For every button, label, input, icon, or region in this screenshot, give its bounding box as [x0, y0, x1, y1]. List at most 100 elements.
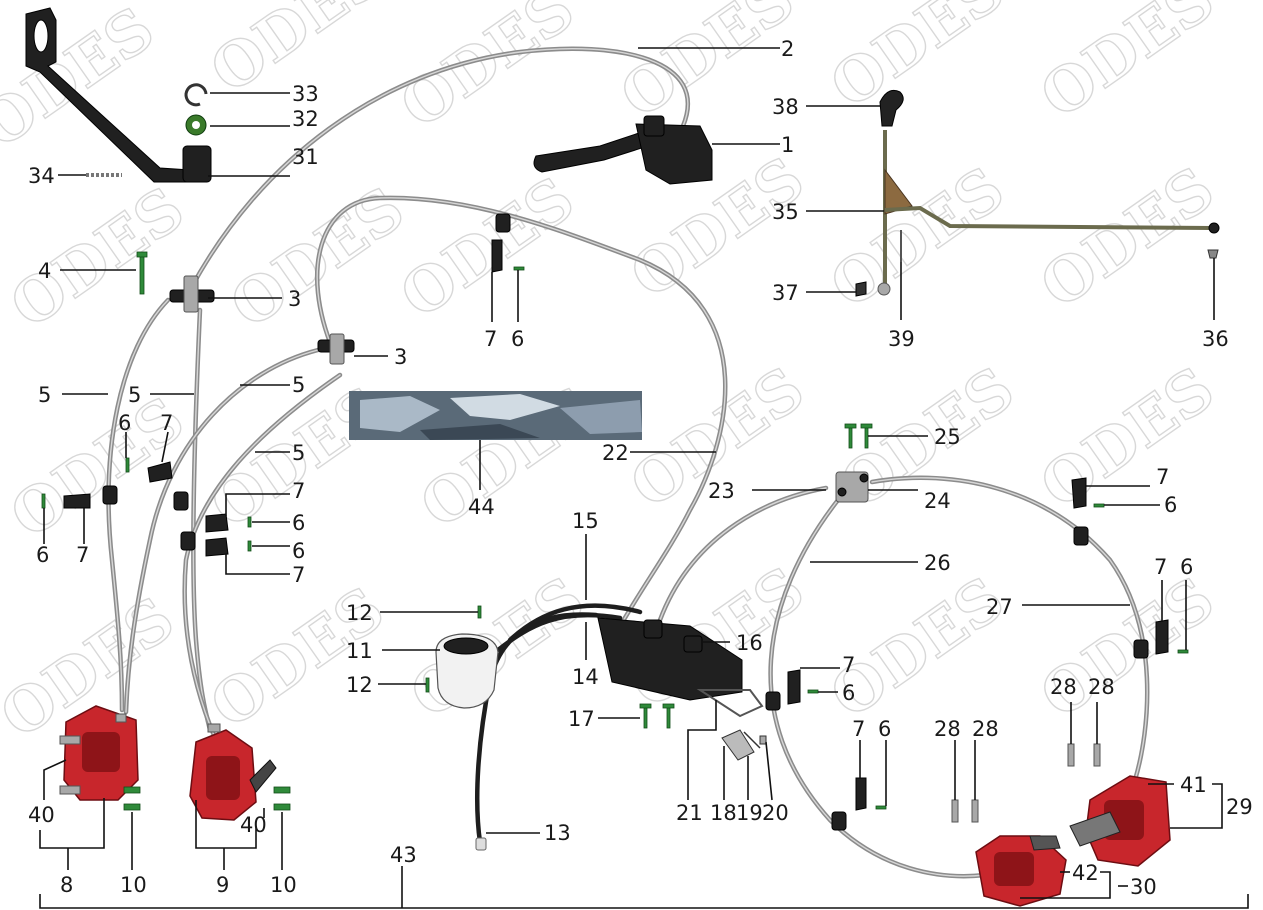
watermark-text: ODES [388, 164, 587, 332]
watermark-text: ODES [818, 0, 1017, 122]
pedal-arm-hole [33, 19, 49, 53]
callout-7: 7 [852, 717, 865, 741]
pin-20 [759, 735, 767, 745]
hose-clamp [1073, 526, 1089, 546]
callout-6: 6 [1164, 493, 1177, 517]
hose-15 [507, 603, 643, 643]
callout-14: 14 [572, 665, 599, 689]
bolt-28 [1067, 743, 1075, 767]
t-joints [169, 275, 355, 365]
callout-35: 35 [772, 200, 799, 224]
callout-21: 21 [676, 801, 703, 825]
hose-clamp [102, 485, 118, 505]
hose-clamp [1133, 639, 1149, 659]
callout-36: 36 [1202, 327, 1229, 351]
callout-7: 7 [842, 653, 855, 677]
bolt-6 [875, 805, 887, 810]
callout-28: 28 [1088, 675, 1115, 699]
front-calipers [59, 705, 291, 821]
callout-6: 6 [511, 327, 524, 351]
watermark-text: ODES [1028, 354, 1227, 522]
bolt-6 [41, 493, 46, 509]
callout-3: 3 [288, 287, 301, 311]
callout-24: 24 [924, 489, 951, 513]
callout-6: 6 [292, 511, 305, 535]
callout-26: 26 [924, 551, 951, 575]
watermark-text: ODES [818, 564, 1017, 732]
callout-38: 38 [772, 95, 799, 119]
watermark-text: ODES [1028, 0, 1227, 132]
pushrod-21 [696, 689, 764, 718]
screw-12 [477, 605, 482, 619]
bolt-6 [1093, 503, 1105, 508]
bolt-6 [125, 457, 130, 473]
callout-3: 3 [394, 345, 407, 369]
callout-41: 41 [1180, 773, 1207, 797]
brake-pedal-arm [25, 7, 212, 183]
callout-30: 30 [1130, 875, 1157, 899]
bolt-25 [848, 425, 853, 449]
callout-34: 34 [28, 164, 55, 188]
callout-4: 4 [38, 259, 51, 283]
callout-7: 7 [292, 563, 305, 587]
callout-8: 8 [60, 873, 73, 897]
callout-6: 6 [292, 539, 305, 563]
brake-lever [533, 131, 649, 173]
callout-9: 9 [216, 873, 229, 897]
callout-11: 11 [346, 639, 373, 663]
watermark-text: ODES [818, 154, 1017, 322]
brake-lever-assembly [533, 115, 713, 185]
callout-6: 6 [842, 681, 855, 705]
callout-7: 7 [292, 479, 305, 503]
brackets-and-bolts [41, 239, 1189, 811]
callout-16: 16 [736, 631, 763, 655]
callout-6: 6 [878, 717, 891, 741]
callout-20: 20 [762, 801, 789, 825]
bracket-7 [205, 513, 229, 533]
rear-junction-24 [835, 471, 869, 503]
master-cylinder-1 [635, 123, 713, 185]
hose-14 [495, 612, 623, 653]
rod-end-36-joint [1208, 222, 1220, 234]
bolt-25 [864, 425, 869, 449]
hose-clamp [831, 811, 847, 831]
hose-clamp [765, 691, 781, 711]
callout-32: 32 [292, 107, 319, 131]
hose-13-end [475, 837, 487, 851]
callout-37: 37 [772, 281, 799, 305]
leader-lines [39, 47, 1249, 909]
master-cylinder-16 [597, 617, 743, 701]
callout-33: 33 [292, 82, 319, 106]
callout-22: 22 [602, 441, 629, 465]
callout-40: 40 [28, 803, 55, 827]
callout-42: 42 [1072, 861, 1099, 885]
rod-horizontal [884, 205, 1213, 230]
callout-5: 5 [292, 373, 305, 397]
screw-12 [425, 677, 430, 693]
callout-7: 7 [1156, 465, 1169, 489]
bolt-6 [513, 266, 525, 271]
callout-27: 27 [986, 595, 1013, 619]
nut-37 [855, 281, 867, 297]
callout-10: 10 [120, 873, 147, 897]
callout-6: 6 [36, 543, 49, 567]
spring-19 [743, 731, 761, 749]
callout-15: 15 [572, 509, 599, 533]
callout-25: 25 [934, 425, 961, 449]
bolt-28 [951, 799, 959, 823]
watermark-text: ODES [0, 174, 197, 342]
callout-5: 5 [38, 383, 51, 407]
callout-1: 1 [781, 133, 794, 157]
bolt-6 [1177, 649, 1189, 654]
bolt-10 [273, 786, 291, 794]
callout-12: 12 [346, 673, 373, 697]
hose-clamp [180, 531, 196, 551]
bolt-17 [643, 705, 648, 729]
callout-2: 2 [781, 37, 794, 61]
callout-28: 28 [972, 717, 999, 741]
bolt-28 [1093, 743, 1101, 767]
bracket-7 [491, 239, 503, 273]
cap-36 [1207, 249, 1219, 259]
brake-hoses [106, 46, 1150, 879]
callout-43: 43 [390, 843, 417, 867]
